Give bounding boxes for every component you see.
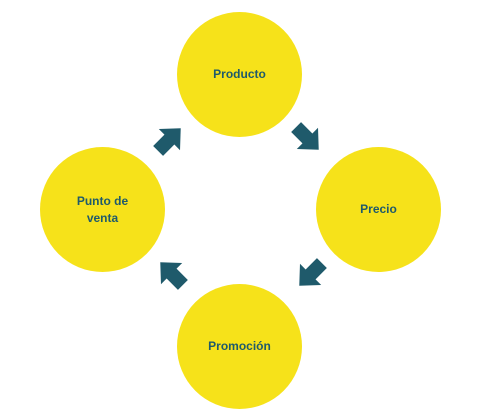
- node-producto: Producto: [177, 12, 302, 137]
- arrow-promocion-to-punto-de-venta: [160, 262, 188, 290]
- node-label-punto-de-venta: Punto de venta: [76, 193, 129, 225]
- node-label-promocion: Promoción: [208, 339, 271, 353]
- node-punto-de-venta: Punto de venta: [40, 147, 165, 272]
- node-label-producto: Producto: [213, 67, 266, 81]
- arrow-producto-to-precio: [291, 122, 319, 150]
- arrow-punto-de-venta-to-producto: [153, 128, 181, 156]
- node-promocion: Promoción: [177, 284, 302, 409]
- arrow-precio-to-promocion: [299, 258, 327, 286]
- node-label-precio: Precio: [360, 202, 397, 216]
- node-precio: Precio: [316, 147, 441, 272]
